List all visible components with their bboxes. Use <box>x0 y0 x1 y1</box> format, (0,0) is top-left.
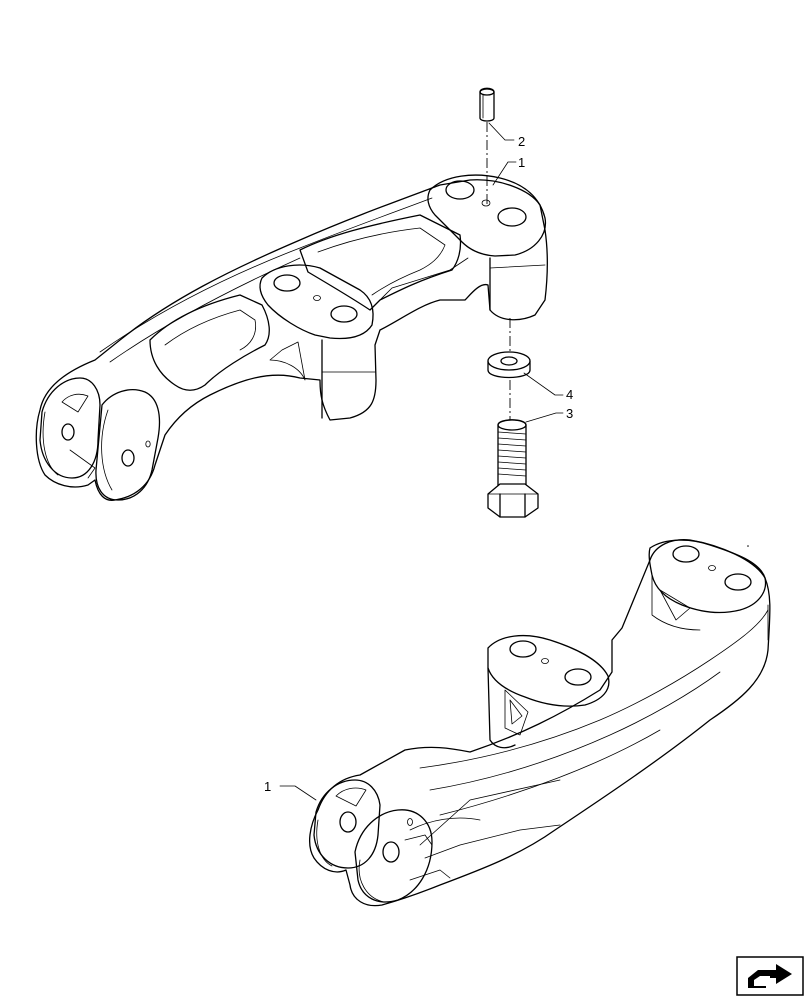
callout-2: 2 <box>518 134 525 149</box>
leader-line-1-bottom <box>279 785 317 801</box>
support-bracket-lower <box>308 539 771 907</box>
callout-1-bottom: 1 <box>264 779 271 794</box>
callout-4: 4 <box>566 387 573 402</box>
pin-part <box>479 87 495 122</box>
next-page-arrow-icon[interactable] <box>736 956 804 996</box>
arrow-icon-graphic <box>736 956 804 996</box>
callout-3: 3 <box>566 406 573 421</box>
washer-part <box>487 351 531 379</box>
leader-line-3 <box>525 412 564 423</box>
leader-line-1-top <box>492 161 517 186</box>
callout-leaders <box>279 122 564 801</box>
leader-line-4 <box>523 372 564 396</box>
leader-line-2 <box>488 122 515 141</box>
callout-1-top: 1 <box>518 155 525 170</box>
support-bracket-upper <box>35 174 548 501</box>
bolt-part <box>487 419 539 518</box>
